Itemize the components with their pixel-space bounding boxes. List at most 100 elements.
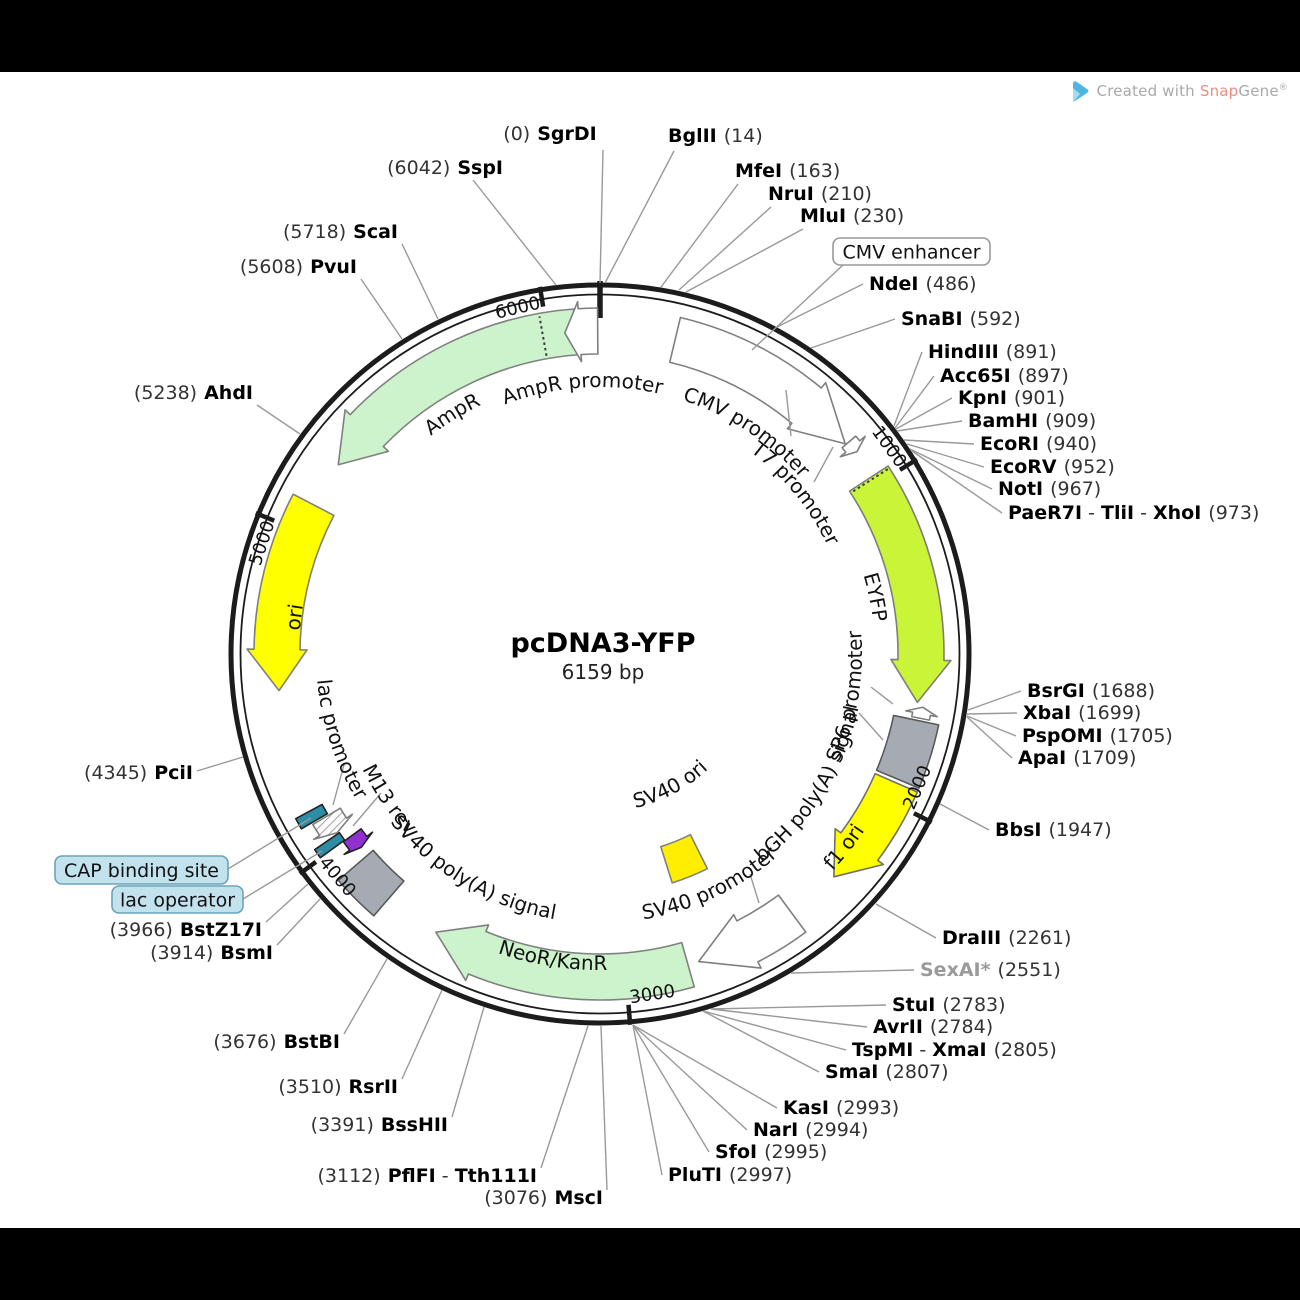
tick-6000 — [537, 286, 546, 307]
connector-sv40-promoter-line — [749, 873, 760, 904]
leader-BsmI — [276, 898, 321, 946]
enzyme-label-BbsI: BbsI(1947) — [995, 819, 1112, 841]
enzyme-label-SgrDI: (0)SgrDI — [503, 123, 596, 145]
leader-PspOMI — [966, 715, 1017, 737]
leader-EcoRI — [903, 439, 975, 445]
leader-SgrDI — [599, 149, 604, 284]
feature-ori — [246, 493, 335, 692]
leader-cmv-enhancer — [751, 264, 844, 351]
feature-lac-promoter — [312, 807, 354, 841]
plasmid-title: pcDNA3-YFP — [510, 628, 695, 659]
enzyme-label-KasI: KasI(2993) — [783, 1097, 899, 1119]
leader-NotI — [909, 448, 993, 490]
leader-TspMI-XmaI — [702, 1010, 847, 1051]
enzyme-label-NdeI: NdeI(486) — [869, 273, 977, 295]
enzyme-label-ApaI: ApaI(1709) — [1018, 747, 1136, 769]
feature-t7-promoter — [839, 435, 866, 458]
tick-1000 — [898, 457, 919, 472]
leader-MluI — [685, 228, 804, 293]
enzyme-label-Acc65I: Acc65I(897) — [940, 365, 1069, 387]
top-letterbox-bar — [0, 0, 1300, 72]
plasmid-length: 6159 bp — [562, 660, 645, 684]
enzyme-label-BsrGI: BsrGI(1688) — [1027, 680, 1155, 702]
enzyme-label-MscI: (3076)MscI — [484, 1187, 603, 1209]
enzyme-label-AhdI: (5238)AhdI — [134, 382, 253, 404]
leader-PluTI — [632, 1024, 663, 1176]
feature-label-ampr-promoter: AmpR promoter — [499, 368, 667, 409]
separator-eyfp-start-dots — [852, 467, 890, 493]
bottom-letterbox-bar — [0, 1228, 1300, 1300]
tick-marks — [254, 281, 933, 1025]
leader-NruI — [678, 206, 772, 291]
feature-ampr — [337, 308, 578, 466]
leader-DraIII — [875, 903, 937, 939]
leader-KpnI — [895, 397, 953, 430]
enzyme-label-EcoRI: EcoRI(940) — [980, 433, 1097, 455]
feature-label-lac-promoter: lac promoter — [312, 678, 373, 804]
enzyme-label-XbaI: XbaI(1699) — [1023, 702, 1141, 724]
label-path-ampr-promoter — [352, 387, 832, 554]
feature-ampr-promoter — [564, 300, 599, 363]
attribution-registered: ® — [1278, 82, 1288, 93]
leader-AhdI — [256, 404, 301, 435]
enzyme-label-PaeR7I-TliI-XhoI: PaeR7I - TliI - XhoI(973) — [1008, 502, 1259, 524]
leader-XbaI — [966, 712, 1018, 715]
leader-PflFI-Tth111I — [540, 1025, 589, 1169]
leader-EcoRV — [906, 443, 985, 468]
leader-RsrII — [401, 989, 443, 1080]
enzyme-label-NotI: NotI(967) — [998, 478, 1101, 500]
connector-m13-rev-line — [352, 792, 382, 827]
enzyme-label-BsmI: (3914)BsmI — [150, 942, 273, 964]
enzyme-label-PvuI: (5608)PvuI — [240, 256, 357, 278]
enzyme-label-NarI: NarI(2994) — [753, 1119, 868, 1141]
feature-sv40-promoter — [697, 894, 807, 969]
feature-neor-kanr — [435, 924, 696, 1001]
leader-KasI — [632, 1024, 778, 1109]
box-label-cmv-enhancer: CMV enhancer — [842, 242, 980, 264]
leader-SmaI — [702, 1010, 820, 1073]
enzyme-label-TspMI-XmaI: TspMI - XmaI(2805) — [852, 1039, 1057, 1061]
leader-MfeI — [660, 183, 739, 288]
leader-PvuI — [360, 278, 403, 340]
connector-lac-promoter-line — [332, 764, 345, 806]
enzyme-label-PluTI: PluTI(2997) — [668, 1164, 792, 1186]
leader-PciI — [196, 756, 244, 772]
leader-PaeR7I-TliI-XhoI — [911, 450, 1003, 514]
leader-NarI — [632, 1024, 748, 1131]
leader-Acc65I — [894, 375, 935, 429]
snapgene-attribution: Created with SnapGene® — [1069, 78, 1288, 103]
feature-f1-ori — [833, 772, 919, 878]
leader-SexAI* — [790, 969, 915, 974]
enzyme-label-NruI: NruI(210) — [768, 183, 872, 205]
box-lac-operator — [111, 885, 244, 914]
leader-lines — [196, 149, 1022, 1191]
enzyme-label-BamHI: BamHI(909) — [968, 410, 1096, 432]
enzyme-label-PspOMI: PspOMI(1705) — [1022, 725, 1173, 747]
enzyme-label-SspI: (6042)SspI — [387, 157, 503, 179]
enzyme-label-ScaI: (5718)ScaI — [283, 221, 398, 243]
box-label-lac-operator: lac operator — [120, 890, 235, 912]
leader-ScaI — [401, 243, 439, 320]
enzyme-label-BglII: BglII(14) — [668, 125, 763, 147]
enzyme-label-PciI: (4345)PciI — [84, 762, 193, 784]
feature-sv40-ori — [659, 833, 709, 884]
leader-SspI — [472, 179, 557, 286]
separator-ampr-dots — [538, 316, 548, 356]
attribution-text: Created with SnapGene® — [1097, 82, 1288, 100]
enzyme-label-AvrII: AvrII(2784) — [873, 1016, 993, 1038]
enzyme-label-MluI: MluI(230) — [800, 205, 904, 227]
leader-SfoI — [632, 1024, 710, 1153]
feature-sp6-promoter — [904, 706, 939, 721]
enzyme-label-BstZ17I: (3966)BstZ17I — [110, 919, 262, 941]
leader-BsrGI — [967, 690, 1022, 711]
tick-4000 — [298, 860, 318, 876]
enzyme-label-RsrII: (3510)RsrII — [278, 1076, 398, 1098]
enzyme-label-StuI: StuI(2783) — [892, 994, 1006, 1016]
feature-sv40-polya — [337, 849, 405, 917]
feature-eyfp — [848, 465, 952, 704]
enzyme-label-DraIII: DraIII(2261) — [942, 927, 1071, 949]
tick-2000 — [912, 811, 933, 825]
feature-label-eyfp: EYFP — [859, 570, 892, 623]
